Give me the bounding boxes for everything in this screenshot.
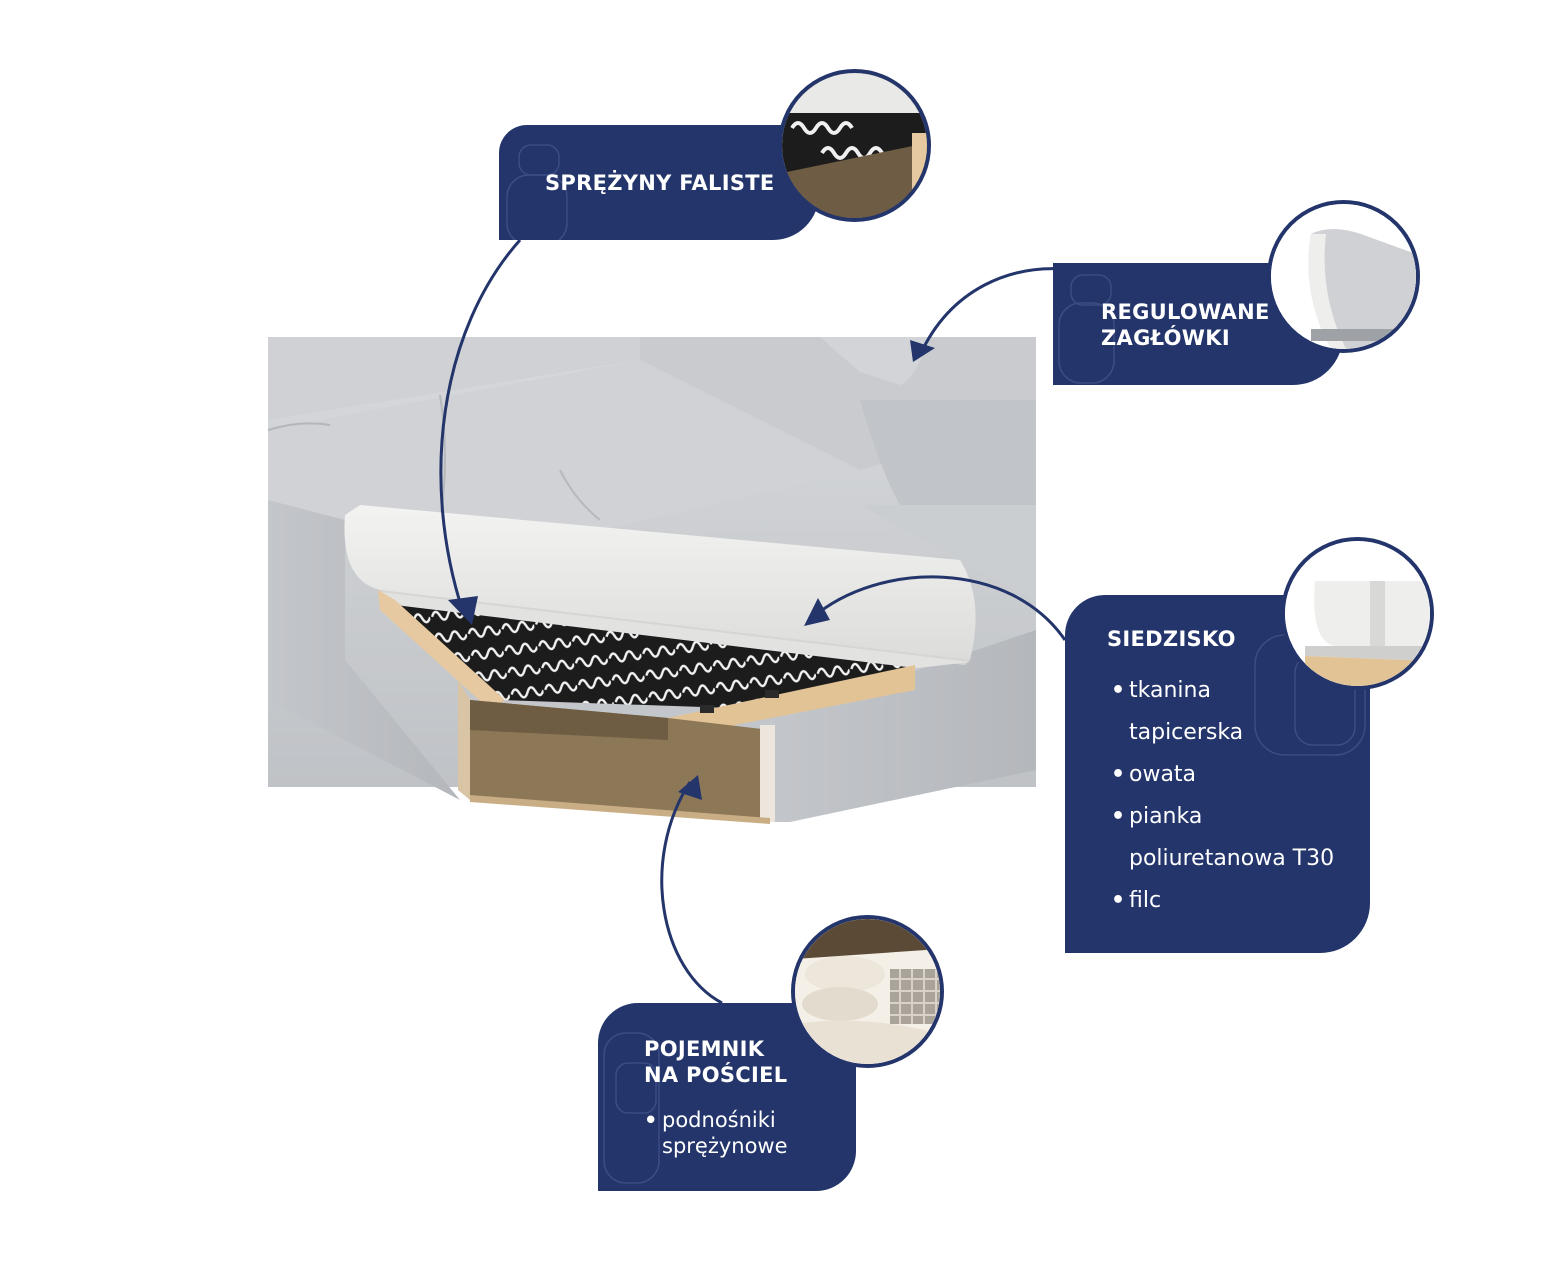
- headrests-badge: [1267, 200, 1420, 353]
- springs-badge: [778, 69, 931, 222]
- arrow-headrests: [918, 267, 1076, 356]
- seat-bullet-item: •tkanina: [1111, 670, 1334, 712]
- storage-title-line2: NA POŚCIEL: [644, 1063, 788, 1087]
- arrowhead-headrests: [910, 340, 935, 362]
- headrest-closeup-icon: [1271, 204, 1416, 349]
- seat-bullet-list: •tkanina tapicerska •owata •pianka poliu…: [1111, 670, 1334, 922]
- seat-badge: [1281, 537, 1434, 690]
- seat-bullet-item-continuation: poliuretanowa T30: [1129, 846, 1335, 871]
- arrowhead-springs: [448, 596, 478, 625]
- headrests-title: REGULOWANE ZAGŁÓWKI: [1101, 299, 1270, 351]
- callout-pattern: [603, 1032, 660, 1184]
- seat-bullet-item-continuation: tapicerska: [1129, 720, 1244, 745]
- arrowhead-storage: [678, 775, 702, 800]
- headrests-title-line2: ZAGŁÓWKI: [1101, 326, 1230, 350]
- seat-title: SIEDZISKO: [1107, 627, 1236, 651]
- bullet-dot: •: [1111, 888, 1126, 913]
- bullet-dot: •: [1111, 804, 1126, 829]
- storage-title-line1: POJEMNIK: [644, 1037, 765, 1061]
- arrow-storage: [660, 781, 723, 1005]
- storage-bullet-item: •podnośniki: [644, 1108, 776, 1132]
- callout-pattern: [506, 144, 568, 240]
- callout-springs: SPRĘŻYNY FALISTE: [499, 125, 819, 240]
- storage-badge: [791, 915, 944, 1068]
- storage-title: POJEMNIK NA POŚCIEL: [644, 1036, 787, 1088]
- bullet-dot: •: [644, 1108, 658, 1132]
- seat-layers-icon: [1285, 541, 1430, 686]
- spring-closeup-icon: [782, 73, 927, 218]
- springs-title: SPRĘŻYNY FALISTE: [545, 171, 775, 195]
- seat-bullet-item: •pianka: [1111, 796, 1334, 838]
- storage-bullet-item-continuation: sprężynowe: [662, 1134, 788, 1158]
- storage-bullet-list: •podnośniki sprężynowe: [644, 1107, 788, 1159]
- bullet-dot: •: [1111, 762, 1126, 787]
- callout-pattern: [1058, 274, 1115, 384]
- bullet-dot: •: [1111, 678, 1126, 703]
- arrow-springs: [439, 239, 522, 613]
- headrests-title-line1: REGULOWANE: [1101, 300, 1270, 324]
- seat-bullet-item: •filc: [1111, 880, 1334, 922]
- arrow-seat: [811, 575, 1067, 641]
- bedding-storage-icon: [795, 919, 940, 1064]
- arrowhead-seat: [804, 598, 830, 626]
- seat-bullet-item: •owata: [1111, 754, 1334, 796]
